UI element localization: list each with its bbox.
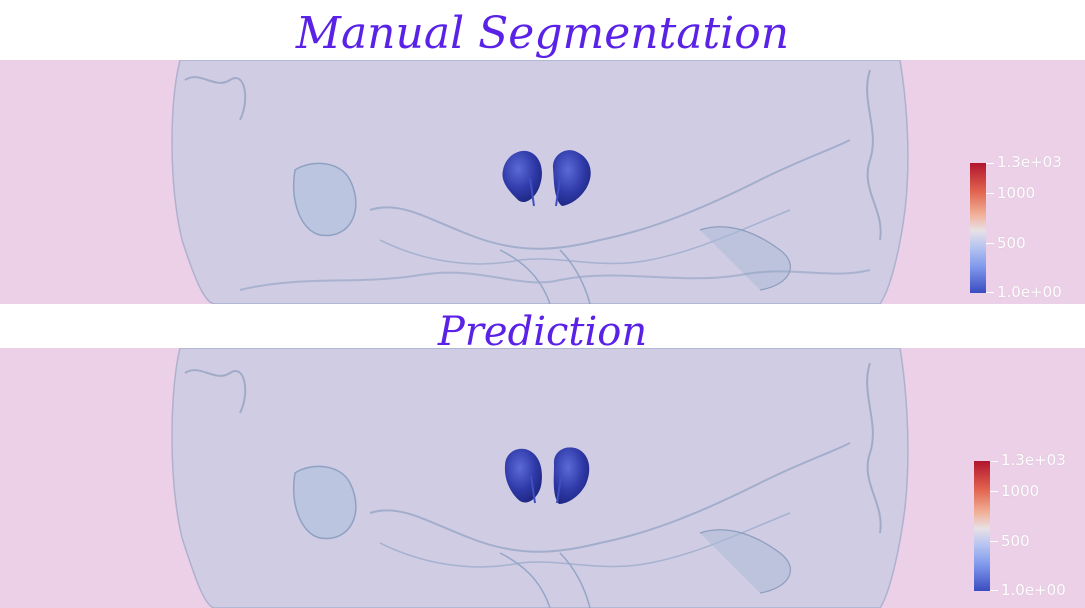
- colorbar-tick: [990, 590, 998, 591]
- colorbar-tick: [990, 491, 998, 492]
- colorbar-gradient: [970, 163, 986, 293]
- colorbar-tick: [986, 243, 994, 244]
- colorbar-min-label: 1.0e+00: [1001, 581, 1066, 599]
- colorbar-tick: [986, 193, 994, 194]
- colorbar-label-1000: 1000: [997, 184, 1036, 202]
- colorbar-max-label: 1.3e+03: [1001, 451, 1066, 469]
- scalar-colorbar-bottom: 1.3e+03 1000 500 1.0e+00: [974, 448, 1085, 599]
- colorbar-tick: [986, 292, 994, 293]
- prediction-view: 1.3e+03 1000 500 1.0e+00: [0, 348, 1085, 608]
- predicted-structures: [504, 447, 590, 504]
- prediction-title: Prediction: [0, 304, 1085, 355]
- colorbar-tick: [990, 541, 998, 542]
- prediction-render: [171, 348, 909, 608]
- colorbar-tick: [986, 163, 994, 164]
- colorbar-min-label: 1.0e+00: [997, 283, 1062, 301]
- colorbar-max-label: 1.3e+03: [997, 153, 1062, 171]
- colorbar-label-500: 500: [1001, 532, 1030, 550]
- manual-segmentation-view: 1.3e+03 1000 500 1.0e+00: [0, 60, 1085, 304]
- colorbar-label-500: 500: [997, 234, 1026, 252]
- scalar-colorbar-top: 1.3e+03 1000 500 1.0e+00: [970, 150, 1085, 301]
- colorbar-label-1000: 1000: [1001, 482, 1040, 500]
- colorbar-gradient: [974, 461, 990, 591]
- manual-segmentation-title: Manual Segmentation: [0, 0, 1085, 60]
- segmented-structures: [502, 150, 591, 207]
- manual-segmentation-render: [171, 60, 909, 304]
- colorbar-tick: [990, 461, 998, 462]
